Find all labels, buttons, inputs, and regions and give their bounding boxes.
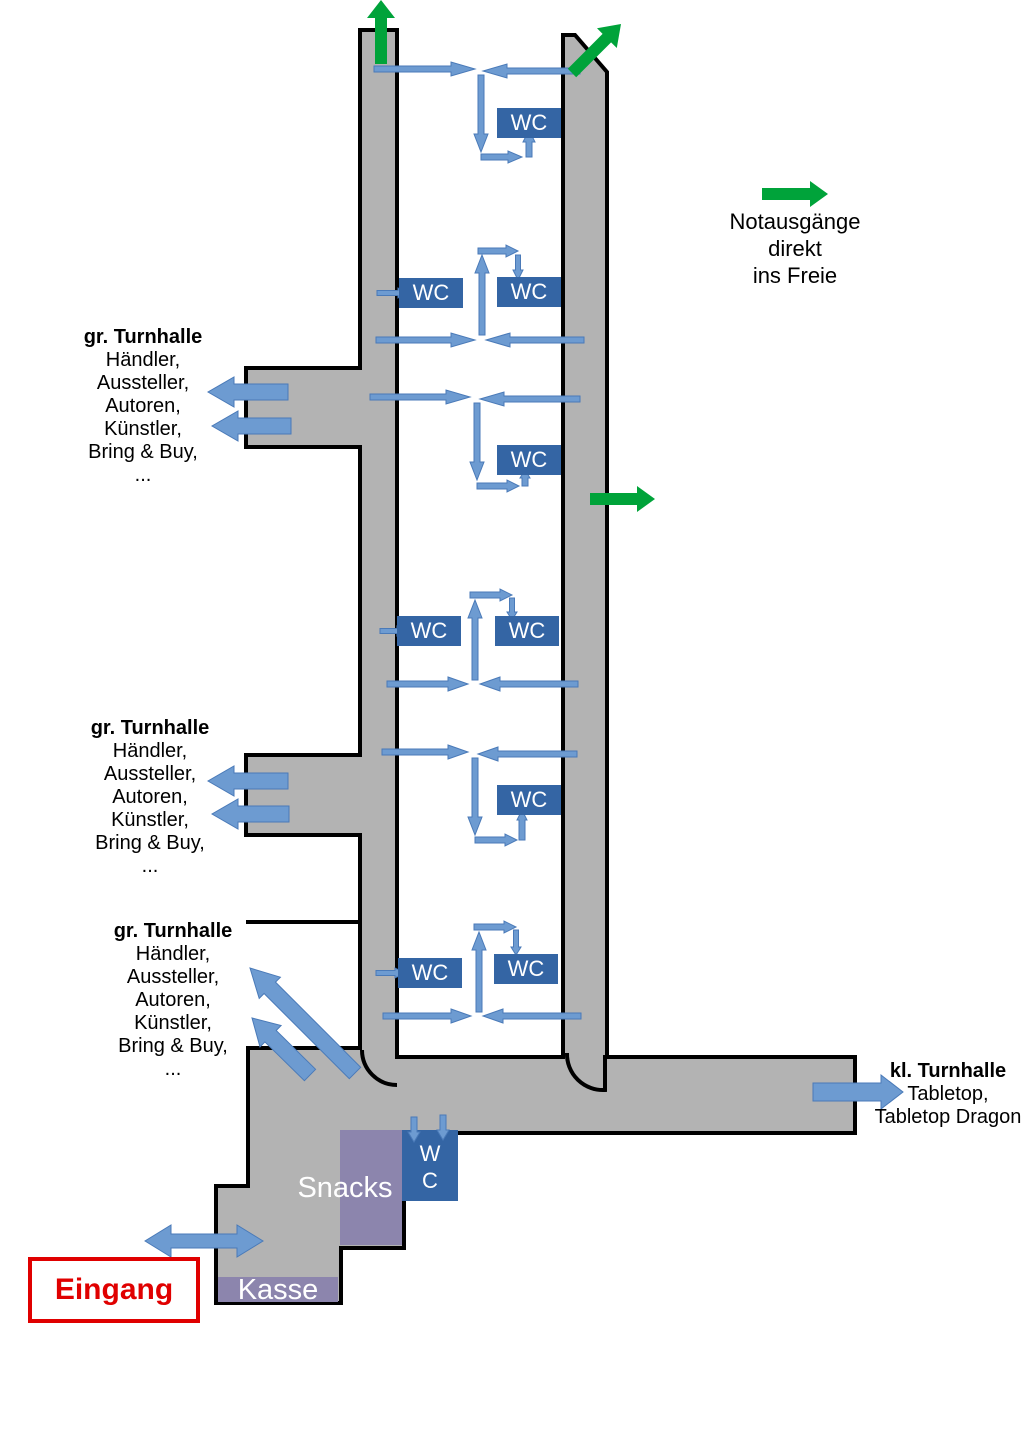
hall-line: Künstler, <box>111 809 189 831</box>
small-hall-title: kl. Turnhalle <box>889 1060 1007 1082</box>
emergency-exit-arrow <box>590 486 655 512</box>
wc-sign: WC <box>497 445 561 475</box>
corridor-floor <box>214 28 857 1305</box>
direction-arrow <box>476 746 578 762</box>
direction-arrow <box>251 1017 317 1082</box>
hall-line: Händler, <box>135 943 211 965</box>
direction-arrow <box>473 74 489 154</box>
door-left <box>360 1049 398 1087</box>
direction-arrow <box>478 391 581 407</box>
direction-arrow <box>206 765 289 797</box>
snacks-counter <box>340 1130 402 1245</box>
direction-arrow <box>375 332 477 348</box>
small-hall-label: kl. Turnhalle Tabletop, Tabletop Dragon <box>868 1060 1024 1129</box>
direction-arrow <box>481 63 581 79</box>
hall-line: Bring & Buy, <box>95 832 205 854</box>
small-hall-line: Tabletop, <box>907 1083 989 1105</box>
direction-arrow <box>206 376 289 408</box>
hall-line: Aussteller, <box>126 966 220 988</box>
legend-line: ins Freie <box>752 263 838 288</box>
wc-small-c: C <box>422 1168 438 1193</box>
hall-line: Aussteller, <box>103 763 197 785</box>
hall-line: ... <box>134 464 152 486</box>
direction-arrow <box>474 253 490 336</box>
direction-arrow <box>477 244 520 258</box>
legend-line: direkt <box>768 236 822 261</box>
direction-arrow <box>369 389 472 405</box>
direction-arrow <box>512 254 524 282</box>
kasse-label: Kasse <box>237 1274 319 1306</box>
wc-small-box <box>402 1130 458 1201</box>
snacks-label: Snacks <box>297 1172 393 1204</box>
hall-line: Autoren, <box>135 989 211 1011</box>
entrance-label: Eingang <box>28 1257 200 1323</box>
hall-line: Bring & Buy, <box>88 441 198 463</box>
direction-arrow <box>249 967 362 1080</box>
direction-arrow <box>516 808 528 841</box>
entrance-arrow <box>144 1224 264 1258</box>
hall-line: Künstler, <box>134 1012 212 1034</box>
direction-arrow <box>478 676 579 692</box>
hall-label-3: gr. Turnhalle Händler, Aussteller, Autor… <box>98 920 248 1081</box>
wc-sign: WC <box>495 616 559 646</box>
hall-line: Künstler, <box>104 418 182 440</box>
hall-line: Autoren, <box>105 395 181 417</box>
wc-sign: WC <box>399 278 463 308</box>
hall-line: Bring & Buy, <box>118 1035 228 1057</box>
wc-sign: WC <box>497 277 561 307</box>
kasse-counter <box>218 1277 338 1302</box>
direction-arrow <box>407 1116 421 1143</box>
direction-arrow <box>473 920 518 934</box>
hall-line: ... <box>164 1058 182 1080</box>
hall-label-1: gr. Turnhalle Händler, Aussteller, Autor… <box>68 326 218 487</box>
small-hall-line: Tabletop Dragon <box>874 1106 1022 1128</box>
hall-line: Aussteller, <box>96 372 190 394</box>
hall-title: gr. Turnhalle <box>83 326 203 348</box>
direction-arrow <box>373 61 477 77</box>
direction-arrow <box>382 1008 473 1024</box>
direction-arrow <box>484 332 585 348</box>
emergency-exit-arrow <box>762 181 828 207</box>
hall-line: Händler, <box>112 740 188 762</box>
wc-small-w: W <box>419 1141 441 1166</box>
door-right <box>564 1052 607 1093</box>
direction-arrow <box>469 402 485 482</box>
direction-arrow <box>480 150 524 164</box>
wc-sign: WC <box>494 954 558 984</box>
direction-arrow <box>481 1008 582 1024</box>
direction-arrow <box>476 479 521 493</box>
legend-text: Notausgänge direkt ins Freie <box>705 208 885 289</box>
wc-sign: WC <box>497 108 561 138</box>
direction-arrow <box>381 744 470 760</box>
hall-line: ... <box>141 855 159 877</box>
hall-title: gr. Turnhalle <box>113 920 233 942</box>
emergency-exit-arrow <box>567 24 621 78</box>
direction-arrow <box>469 588 514 602</box>
direction-arrow <box>510 929 522 956</box>
direction-arrow <box>812 1073 904 1111</box>
direction-arrow <box>210 410 292 442</box>
hall-line: Händler, <box>105 349 181 371</box>
emergency-exit-arrow <box>367 0 395 64</box>
direction-arrow <box>210 798 290 830</box>
direction-arrow <box>436 1114 450 1141</box>
direction-arrow <box>471 930 487 1013</box>
direction-arrow <box>386 676 470 692</box>
direction-arrow <box>467 757 483 837</box>
direction-arrow <box>467 598 483 681</box>
hall-label-2: gr. Turnhalle Händler, Aussteller, Autor… <box>75 717 225 878</box>
wc-sign: WC <box>497 785 561 815</box>
direction-arrow <box>474 833 519 847</box>
wc-small-label: W C <box>402 1140 458 1194</box>
wc-sign: WC <box>398 958 462 988</box>
wc-sign: WC <box>397 616 461 646</box>
hall-line: Autoren, <box>112 786 188 808</box>
legend-line: Notausgänge <box>729 209 861 234</box>
hall-title: gr. Turnhalle <box>90 717 210 739</box>
